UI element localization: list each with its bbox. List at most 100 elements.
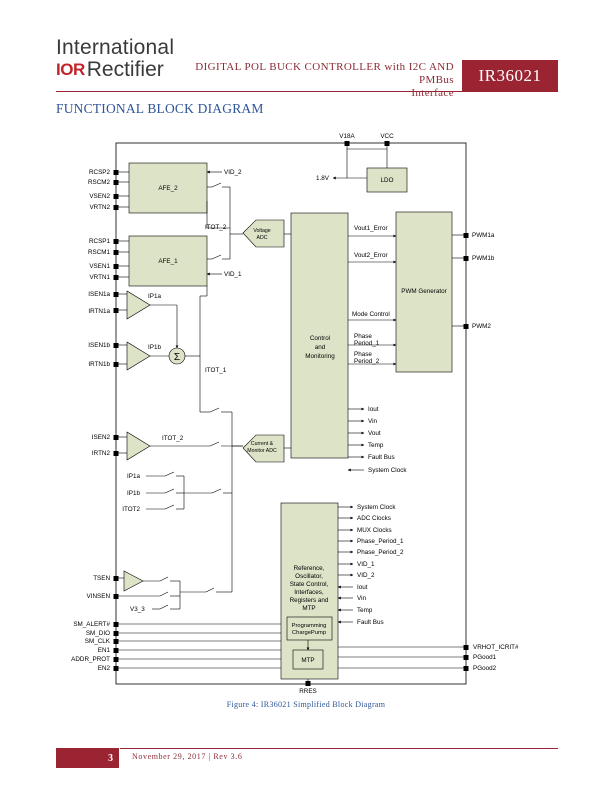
svg-text:Monitor ADC: Monitor ADC (247, 448, 277, 454)
footer-date-rev: November 29, 2017 | Rev 3.6 (132, 752, 243, 761)
svg-text:ISEN2: ISEN2 (92, 434, 111, 441)
amp-tsen (123, 570, 144, 592)
right-pin-labels: VRHOT_ICRIT# PGood1 PGood2 (473, 644, 519, 672)
afe1-block (128, 235, 208, 287)
current-adc-block (242, 434, 285, 463)
page-number: 3 (56, 748, 119, 768)
svg-text:VRTN1: VRTN1 (89, 274, 110, 281)
svg-text:PWM1a: PWM1a (472, 232, 495, 239)
header-rule (56, 91, 462, 92)
svg-text:Period_2: Period_2 (354, 358, 380, 365)
vid1-label: VID_1 (224, 271, 242, 278)
svg-text:VSEN1: VSEN1 (89, 263, 110, 270)
ior-logo-mark: IOR (56, 60, 85, 79)
pwm-output-labels: PWM1a PWM1b PWM2 (472, 232, 495, 330)
wiring (118, 146, 467, 684)
control-output-labels: Iout Vin Vout Temp Fault Bus System Cloc… (368, 406, 407, 474)
svg-text:RCSP1: RCSP1 (89, 238, 110, 245)
amp-itot2 (126, 431, 151, 461)
afe2-block (128, 162, 208, 214)
control-to-pwm-labels: Vout1_Error Vout2_Error Mode Control Pha… (352, 225, 390, 365)
svg-text:VINSEN: VINSEN (87, 593, 111, 600)
svg-text:SM_ALERT#: SM_ALERT# (73, 621, 110, 628)
svg-text:Vout2_Error: Vout2_Error (354, 252, 388, 259)
svg-text:PWM2: PWM2 (472, 323, 491, 330)
reference-output-labels: System Clock ADC Clocks MUX Clocks Phase… (357, 504, 404, 626)
top-pin-labels: V18A VCC (339, 133, 394, 140)
afe2-label: AFE_2 (158, 185, 178, 192)
chip-outline (115, 142, 467, 685)
svg-text:Monitoring: Monitoring (305, 353, 335, 360)
svg-text:IP1b: IP1b (127, 490, 140, 497)
svg-text:VRHOT_ICRIT#: VRHOT_ICRIT# (473, 644, 519, 651)
svg-text:VID_2: VID_2 (357, 572, 375, 579)
svg-text:Oscillator,: Oscillator, (295, 573, 323, 580)
svg-text:VID_1: VID_1 (357, 561, 375, 568)
svg-text:Programming: Programming (292, 623, 327, 629)
svg-text:System Clock: System Clock (357, 504, 396, 511)
company-logo-line2: Rectifier (86, 58, 164, 81)
amplifiers (123, 290, 151, 592)
svg-text:IRTN1b: IRTN1b (88, 361, 110, 368)
svg-text:Vout1_Error: Vout1_Error (354, 225, 388, 232)
svg-text:IRTN1a: IRTN1a (88, 308, 110, 315)
svg-text:Iout: Iout (368, 406, 379, 413)
svg-text:Vin: Vin (368, 418, 377, 425)
svg-text:RCSP2: RCSP2 (89, 169, 110, 176)
prog-block (286, 616, 333, 641)
left-pin-labels: RCSP2 RSCM2 VSEN2 VRTN2 RCSP1 RSCM1 VSEN… (87, 169, 111, 600)
document-title-line2: Interface (411, 87, 454, 99)
svg-text:RSCM1: RSCM1 (88, 249, 111, 256)
mtp-label: MTP (301, 657, 314, 664)
company-logo-line1: International (56, 36, 175, 59)
svg-text:VRTN2: VRTN2 (89, 204, 110, 211)
svg-text:PGood1: PGood1 (473, 654, 497, 661)
svg-text:PGood2: PGood2 (473, 665, 497, 672)
svg-text:System Clock: System Clock (368, 467, 407, 474)
ref-block (280, 502, 339, 680)
company-logo: IOR Rectifier (56, 58, 164, 82)
svg-text:IP1a: IP1a (127, 473, 140, 480)
svg-text:Phase: Phase (354, 351, 372, 358)
part-number-badge: IR36021 (462, 60, 558, 92)
amp-ip1a (126, 290, 151, 320)
svg-text:Registers and: Registers and (290, 597, 329, 604)
itot2-label: ITOT_2 (205, 224, 227, 231)
svg-text:IRTN2: IRTN2 (92, 450, 111, 457)
svg-text:State Control,: State Control, (290, 581, 329, 588)
svg-text:ADC Clocks: ADC Clocks (357, 515, 391, 522)
itot2-amp-label: ITOT_2 (162, 435, 184, 442)
ip1a-label: IP1a (148, 293, 161, 300)
voltage-adc-label: Voltage ADC (253, 228, 270, 241)
footer-rule (120, 748, 558, 749)
sum-symbol: Σ (174, 352, 180, 363)
svg-text:Phase: Phase (354, 333, 372, 340)
section-title: FUNCTIONAL BLOCK DIAGRAM (56, 101, 264, 116)
svg-text:EN1: EN1 (98, 647, 111, 654)
document-title: DIGITAL POL BUCK CONTROLLER with I2C AND… (190, 61, 454, 100)
bus-pin-labels: SM_ALERT# SM_DIO SM_CLK EN1 ADDR_PROT EN… (71, 621, 111, 672)
reference-label: Reference, Oscillator, State Control, In… (290, 565, 329, 612)
amp-ip1b (126, 341, 151, 371)
svg-text:Voltage: Voltage (253, 228, 270, 234)
svg-text:Period_1: Period_1 (354, 340, 380, 347)
svg-text:Reference,: Reference, (294, 565, 325, 572)
control-block (290, 212, 349, 459)
ip1b-label: IP1b (148, 344, 161, 351)
vid2-label: VID_2 (224, 169, 242, 176)
svg-text:RSCM2: RSCM2 (88, 179, 111, 186)
svg-text:Vout: Vout (368, 430, 381, 437)
svg-text:Phase_Period_2: Phase_Period_2 (357, 549, 404, 556)
svg-text:Phase_Period_1: Phase_Period_1 (357, 538, 404, 545)
document-title-line1: DIGITAL POL BUCK CONTROLLER with I2C AND… (195, 61, 454, 86)
svg-text:Temp: Temp (357, 607, 373, 614)
svg-text:ChargePump: ChargePump (292, 630, 326, 636)
svg-text:SM_DIO: SM_DIO (86, 630, 110, 637)
itot1-label: ITOT_1 (205, 367, 227, 374)
prog-label: Programming ChargePump (292, 623, 327, 636)
afe1-label: AFE_1 (158, 258, 178, 265)
svg-text:PWM1b: PWM1b (472, 255, 495, 262)
svg-text:ITOT2: ITOT2 (122, 506, 140, 513)
pin-v18a: V18A (339, 133, 355, 140)
ldo-label: LDO (381, 177, 394, 184)
